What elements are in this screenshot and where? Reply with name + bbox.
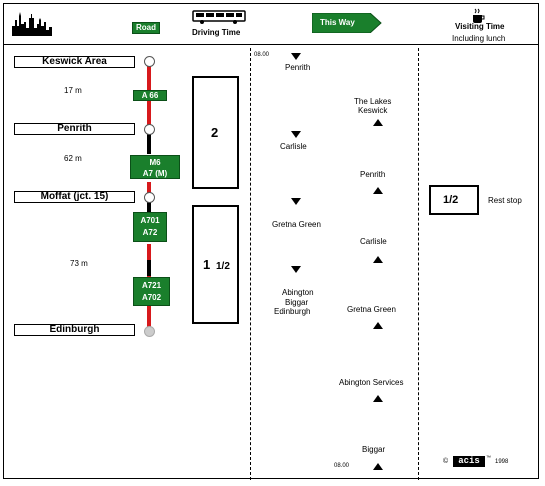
northbound-stop: Abington Services	[339, 378, 404, 387]
road-sign-text: A72	[142, 228, 158, 237]
driving-time-value: 2	[211, 125, 219, 140]
triangle-down-icon	[291, 198, 301, 205]
road-header-label: Road	[136, 23, 156, 32]
triangle-down-icon	[291, 266, 301, 273]
southbound-stop: Biggar	[285, 298, 309, 307]
triangle-up-icon	[373, 395, 383, 402]
road-segment-black-3	[147, 260, 151, 276]
road-header-sign: Road	[132, 22, 160, 34]
distance-label: 73 m	[70, 259, 88, 268]
triangle-up-icon	[373, 119, 383, 126]
triangle-up-icon	[373, 187, 383, 194]
road-sign-a66: A 66	[133, 90, 167, 101]
town-node	[144, 326, 155, 337]
column-divider-2	[418, 48, 419, 480]
bus-icon	[192, 10, 246, 24]
including-lunch-label: Including lunch	[452, 34, 506, 43]
distance-label: 62 m	[64, 154, 82, 163]
road-segment-black-1	[147, 132, 151, 154]
town-penrith: Penrith	[14, 123, 135, 135]
road-sign-text: A7 (M)	[142, 169, 168, 178]
visiting-time-label: Visiting Time	[455, 22, 505, 31]
road-segment-red-4	[147, 306, 151, 330]
rest-stop-box: 1/2	[429, 185, 479, 215]
triangle-up-icon	[373, 256, 383, 263]
town-node	[144, 124, 155, 135]
northbound-stop: Penrith	[360, 170, 386, 179]
town-moffat: Moffat (jct. 15)	[14, 191, 135, 203]
road-sign-a721: A721 A702	[133, 277, 170, 306]
southbound-stop: Gretna Green	[272, 220, 321, 229]
road-sign-m6: M6 A7 (M)	[130, 155, 180, 179]
header-divider	[4, 44, 538, 45]
driving-time-value: 1	[203, 257, 211, 272]
northbound-stop: Gretna Green	[347, 305, 396, 314]
copyright-symbol: ©	[443, 458, 449, 465]
skyline-icon	[12, 12, 52, 36]
town-node	[144, 192, 155, 203]
trademark: ™	[486, 455, 491, 461]
road-sign-text: M6	[149, 158, 161, 167]
driving-time-box-1: 2	[192, 76, 239, 189]
triangle-down-icon	[291, 131, 301, 138]
southbound-stop: Edinburgh	[274, 307, 311, 316]
town-node	[144, 56, 155, 67]
route-card: Road Driving Time This Way Visiting Time…	[3, 3, 539, 480]
triangle-up-icon	[373, 322, 383, 329]
road-segment-red-2	[147, 182, 151, 194]
southbound-stop: Penrith	[285, 63, 311, 72]
town-keswick: Keswick Area	[14, 56, 135, 68]
end-time: 08.00	[334, 463, 350, 469]
road-segment-black-2	[147, 200, 151, 212]
driving-time-fraction: 1/2	[216, 261, 230, 272]
driving-time-box-2: 1 1/2	[192, 205, 239, 324]
this-way-label: This Way	[320, 18, 355, 27]
northbound-stop: Biggar	[362, 445, 386, 454]
road-sign-text: A721	[141, 281, 162, 290]
distance-label: 17 m	[64, 86, 82, 95]
road-sign-text: A702	[141, 293, 162, 302]
northbound-stop: The Lakes	[354, 97, 392, 106]
coffee-cup-icon	[473, 8, 485, 23]
northbound-stop: Keswick	[358, 106, 388, 115]
start-time: 08.00	[254, 52, 270, 58]
brand-logo: acis	[453, 456, 485, 467]
rest-stop-label: Rest stop	[488, 196, 522, 205]
triangle-up-icon	[373, 463, 383, 470]
arrow-right-icon	[312, 13, 382, 33]
road-sign-a701: A701 A72	[133, 212, 167, 242]
southbound-stop: Abington	[282, 288, 314, 297]
northbound-stop: Carlisle	[360, 237, 387, 246]
brand-logo-text: acis	[458, 456, 480, 466]
southbound-stop: Carlisle	[280, 142, 307, 151]
column-divider-1	[250, 48, 251, 480]
rest-stop-time: 1/2	[443, 194, 459, 206]
road-sign-text: A 66	[141, 91, 159, 100]
town-edinburgh: Edinburgh	[14, 324, 135, 336]
driving-time-label: Driving Time	[192, 28, 241, 37]
road-sign-text: A701	[140, 216, 160, 225]
triangle-down-icon	[291, 53, 301, 60]
copyright-year: 1998	[495, 459, 509, 465]
